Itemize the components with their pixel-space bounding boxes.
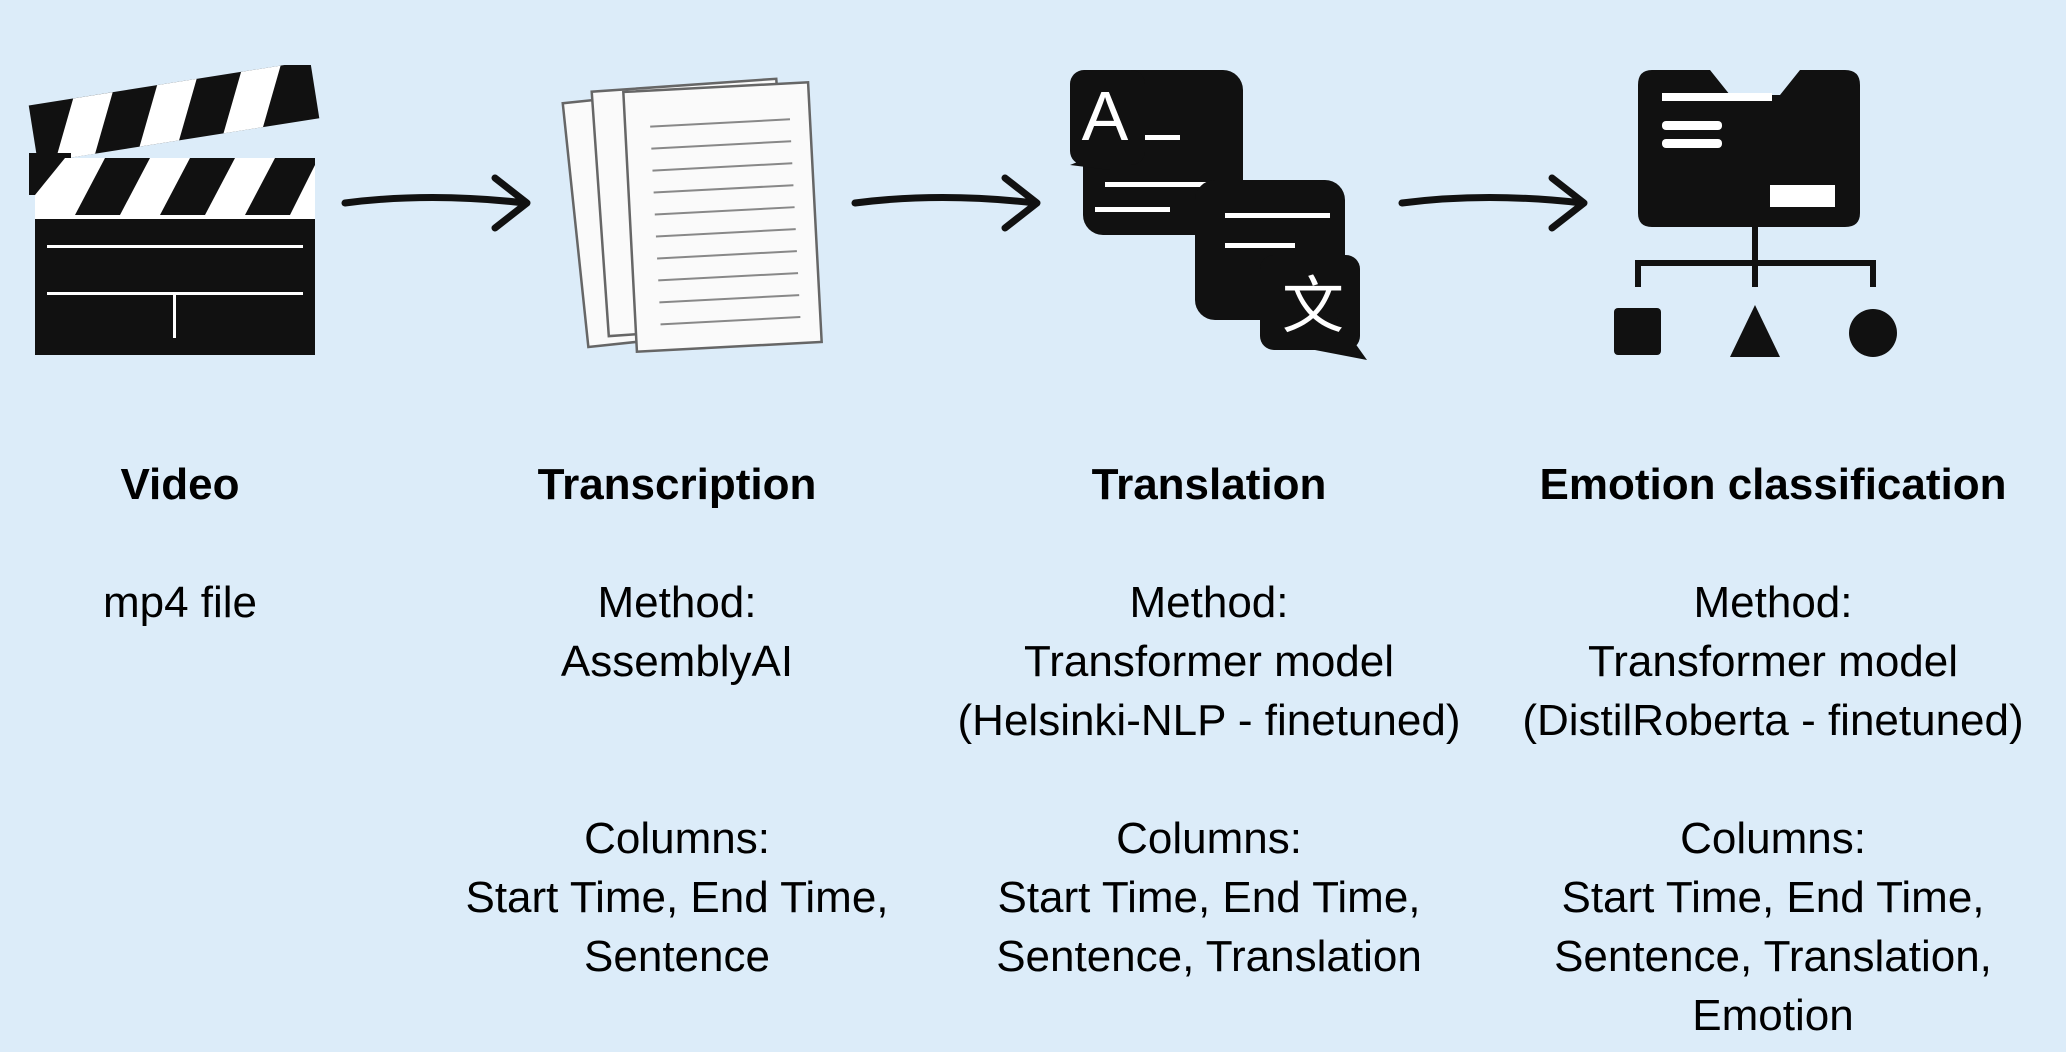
columns-label: Columns: — [584, 814, 770, 863]
step-title: Translation — [1091, 460, 1327, 509]
method-label: Method: — [597, 578, 757, 627]
step-title: Transcription — [537, 460, 817, 509]
step-transcription: Transcription Method: AssemblyAI Columns… — [397, 455, 957, 986]
step-video: Video mp4 file — [0, 455, 460, 632]
svg-text:文: 文 — [1282, 269, 1344, 342]
step-title: Emotion classification — [1539, 460, 2007, 509]
translation-icon: A 文 — [1070, 70, 1367, 360]
method-line: Transformer model — [1023, 637, 1395, 686]
arrow-icon — [851, 174, 1041, 232]
columns-label: Columns: — [1116, 814, 1302, 863]
clapperboard-icon — [28, 65, 320, 355]
method-label: Method: — [1129, 578, 1289, 627]
step-translation: Translation Method: Transformer model (H… — [929, 455, 1489, 986]
step-description: mp4 file — [102, 578, 258, 627]
columns-line: Start Time, End Time, — [997, 873, 1421, 922]
method-label: Method: — [1693, 578, 1853, 627]
method-line: AssemblyAI — [560, 637, 794, 686]
columns-line: Start Time, End Time, — [1561, 873, 1985, 922]
columns-line: Emotion — [1692, 991, 1854, 1040]
columns-line: Sentence, Translation — [996, 932, 1422, 981]
arrow-icon — [1398, 174, 1588, 232]
method-line: Transformer model — [1587, 637, 1959, 686]
documents-icon — [561, 77, 823, 353]
columns-line: Start Time, End Time, — [465, 873, 889, 922]
columns-label: Columns: — [1680, 814, 1866, 863]
classification-icon — [1614, 70, 1897, 357]
columns-line: Sentence, Translation, — [1554, 932, 1992, 981]
svg-text:A: A — [1082, 77, 1129, 155]
step-emotion-classification: Emotion classification Method: Transform… — [1493, 455, 2053, 1045]
step-title: Video — [120, 460, 240, 509]
method-line: (DistilRoberta - finetuned) — [1522, 696, 2024, 745]
method-line: (Helsinki-NLP - finetuned) — [957, 696, 1461, 745]
columns-line: Sentence — [584, 932, 770, 981]
arrow-icon — [341, 174, 531, 232]
